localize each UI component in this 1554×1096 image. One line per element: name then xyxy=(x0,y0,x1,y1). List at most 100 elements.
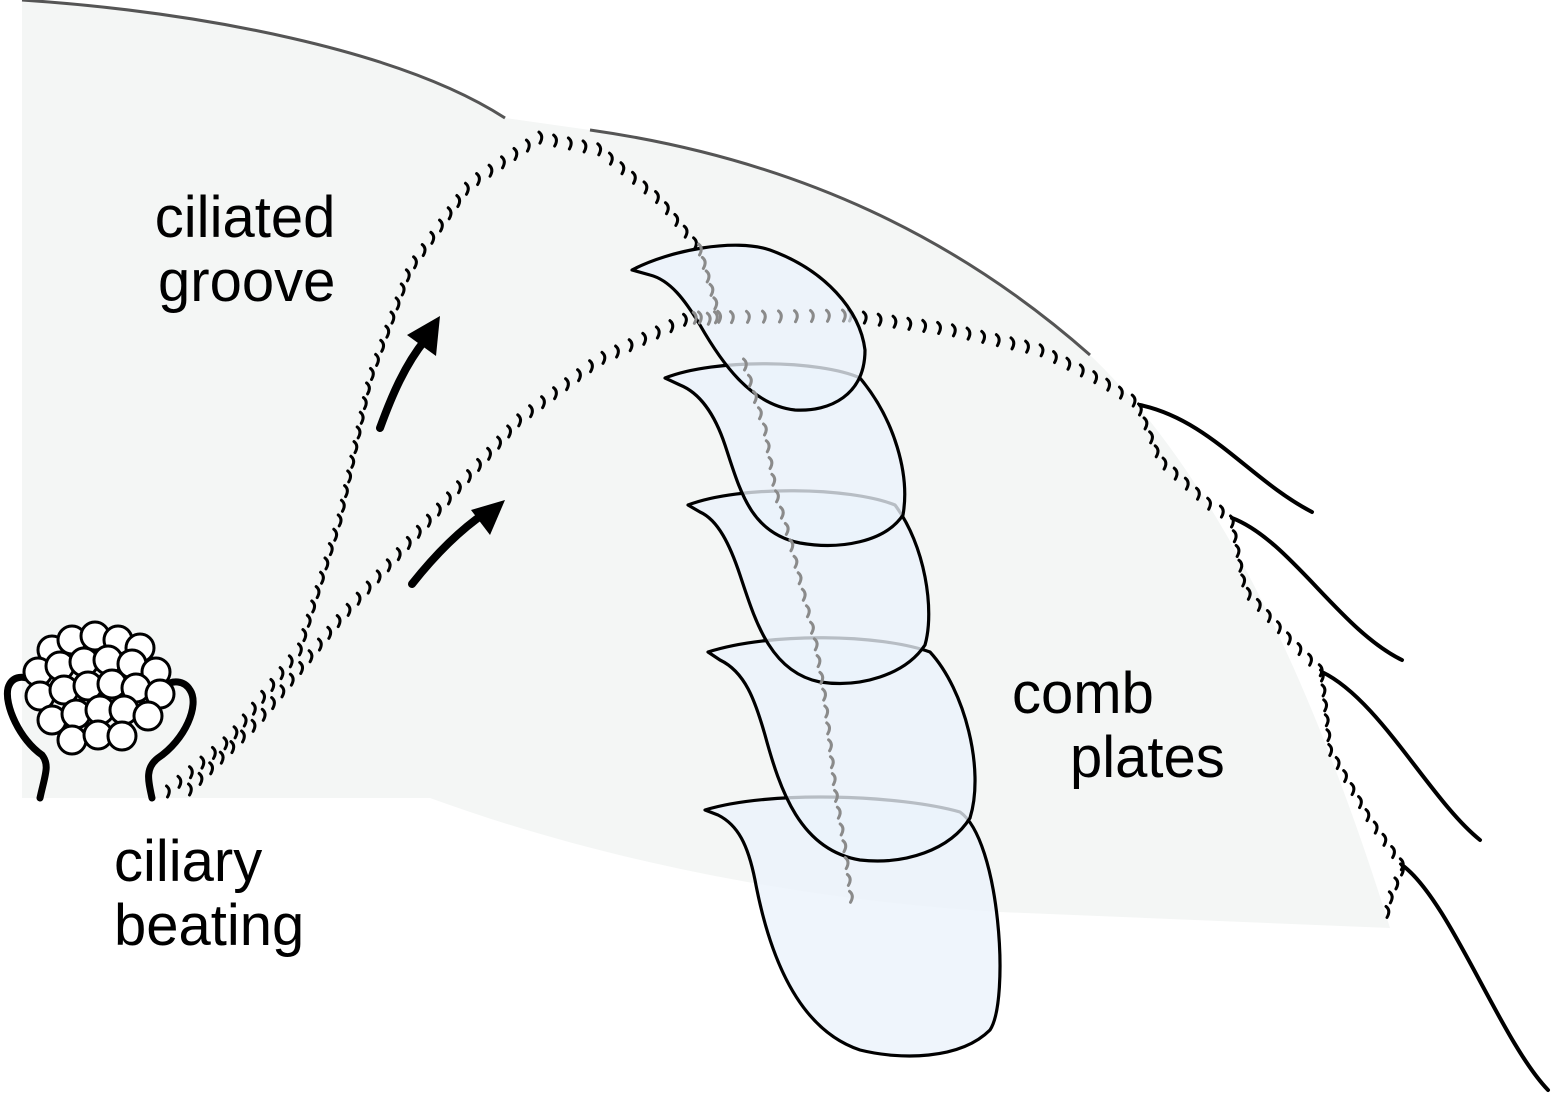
cilium xyxy=(1038,343,1045,358)
cilium xyxy=(278,666,285,681)
cilium xyxy=(1024,339,1030,354)
cilium xyxy=(712,296,719,311)
cilium xyxy=(476,457,482,472)
statolith xyxy=(106,720,138,752)
comb-plate-row xyxy=(630,243,1002,1058)
cilium xyxy=(232,725,239,740)
comb-plate xyxy=(630,243,867,412)
cilium xyxy=(1092,370,1099,385)
cilium xyxy=(379,338,386,353)
cilium xyxy=(412,255,418,270)
cilium xyxy=(375,569,382,584)
ctene-line xyxy=(1138,403,1314,514)
cilium xyxy=(1153,444,1160,459)
cilium xyxy=(564,377,570,392)
cilium xyxy=(841,839,848,854)
cilium xyxy=(1381,832,1388,847)
cilium xyxy=(1275,620,1282,635)
cilium xyxy=(552,133,558,148)
cilium xyxy=(742,357,748,372)
cilium xyxy=(218,750,225,765)
cilium xyxy=(1142,416,1149,431)
statolith-cluster xyxy=(22,620,176,756)
cilium xyxy=(1065,356,1072,371)
cilium xyxy=(466,469,472,484)
cilium xyxy=(269,677,276,692)
cilium xyxy=(339,498,346,513)
cilium xyxy=(682,224,689,239)
cilium xyxy=(1130,393,1137,408)
cilium xyxy=(1323,713,1330,728)
cilium xyxy=(307,649,314,664)
cilium xyxy=(395,547,402,562)
cilium xyxy=(861,310,868,325)
cilium xyxy=(435,502,442,517)
cilium xyxy=(512,146,519,161)
cilium xyxy=(1265,609,1272,624)
cilium xyxy=(229,740,236,755)
cilium xyxy=(270,696,276,711)
arrow-head xyxy=(407,316,440,356)
cilium xyxy=(165,784,171,799)
cilium xyxy=(288,672,295,687)
cilium xyxy=(355,425,362,440)
cilium xyxy=(343,484,349,499)
cilium xyxy=(355,591,362,606)
cilium xyxy=(456,480,462,495)
cilium xyxy=(761,422,768,437)
cilia-faint-layer xyxy=(691,242,854,904)
cilium xyxy=(319,570,325,585)
cilium xyxy=(374,352,380,367)
cilium xyxy=(704,269,711,284)
cilium xyxy=(815,654,822,669)
cilium xyxy=(746,373,753,388)
cilium xyxy=(1237,558,1244,573)
cilium xyxy=(1255,597,1262,612)
cilium xyxy=(1387,890,1394,905)
cilium xyxy=(830,772,837,787)
cilium xyxy=(332,527,339,542)
cilium xyxy=(301,628,308,643)
cilium xyxy=(1148,430,1154,445)
cilium xyxy=(796,571,803,586)
cilium xyxy=(1349,782,1356,797)
cilium xyxy=(788,538,795,553)
cilium xyxy=(438,218,444,233)
cilium xyxy=(705,311,712,326)
cilium xyxy=(528,404,534,419)
cilium xyxy=(208,761,214,776)
cilium xyxy=(845,872,852,887)
cilium xyxy=(349,454,356,469)
cilium xyxy=(210,745,217,760)
cilium xyxy=(891,314,898,329)
cilium xyxy=(607,151,614,166)
cilium xyxy=(821,687,827,702)
cilium xyxy=(537,130,544,145)
cilium xyxy=(751,389,758,404)
ctene-line xyxy=(1400,863,1550,1092)
cilium xyxy=(827,738,833,753)
cilium xyxy=(1105,377,1112,392)
cilium xyxy=(950,323,957,338)
cilium xyxy=(1172,466,1179,481)
cilium xyxy=(619,161,626,176)
cilium xyxy=(1325,728,1332,743)
cilium xyxy=(1322,698,1328,713)
cilium xyxy=(326,625,333,640)
cilium xyxy=(399,282,406,297)
cilium xyxy=(197,771,204,786)
label-ciliary-beating: ciliary beating xyxy=(114,830,304,958)
cilium xyxy=(1286,631,1292,646)
cilium xyxy=(222,736,229,751)
cilium xyxy=(809,620,815,635)
cilium xyxy=(369,366,375,381)
cilium xyxy=(936,320,942,335)
cilium xyxy=(778,505,785,520)
arrow-head xyxy=(471,500,505,535)
cilium xyxy=(260,689,266,704)
body-edge-left xyxy=(21,0,506,120)
cilium xyxy=(310,599,317,614)
cilium xyxy=(361,396,368,411)
cilium xyxy=(808,309,815,324)
cilium xyxy=(323,556,330,571)
